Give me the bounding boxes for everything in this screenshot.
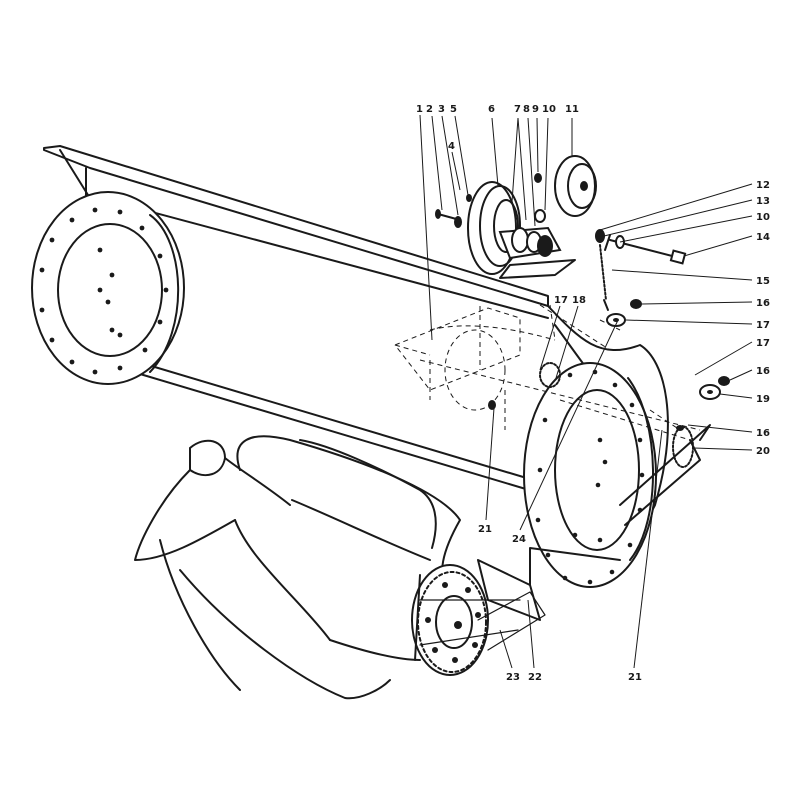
part-label: 5 — [450, 104, 457, 115]
part-label: 20 — [756, 446, 770, 457]
left-side-plate — [31, 191, 185, 385]
part-label: 6 — [488, 104, 495, 115]
part-label: 11 — [565, 104, 579, 115]
pulley-assembly — [435, 155, 730, 468]
part-label: 16 — [756, 298, 770, 309]
part-label: 3 — [438, 104, 445, 115]
part-label: 21 — [478, 524, 492, 535]
part-label: 23 — [506, 672, 520, 683]
part-labels: 1 2 3 5 4 6 7 8 9 10 11 12 13 10 14 15 1… — [416, 104, 770, 683]
part-label: 15 — [756, 276, 770, 287]
part-label: 13 — [756, 196, 770, 207]
housing-body — [91, 195, 669, 549]
part-label: 17 — [554, 295, 568, 306]
part-label: 16 — [756, 428, 770, 439]
part-label: 10 — [542, 104, 556, 115]
part-label: 22 — [528, 672, 542, 683]
part-label: 12 — [756, 180, 770, 191]
left-plate-bolt-holes — [39, 207, 169, 375]
part-label: 10 — [756, 212, 770, 223]
auger-assembly — [134, 435, 489, 700]
part-label: 17 — [756, 338, 770, 349]
part-label: 14 — [756, 232, 770, 243]
part-label: 16 — [756, 366, 770, 377]
part-label: 4 — [448, 141, 455, 152]
part-label: 18 — [572, 295, 586, 306]
part-label: 24 — [512, 534, 526, 545]
part-label: 7 — [514, 104, 521, 115]
leader-lines — [419, 114, 753, 669]
phantom-lines — [394, 304, 701, 441]
part-label: 19 — [756, 394, 770, 405]
part-label: 21 — [628, 672, 642, 683]
part-label: 17 — [756, 320, 770, 331]
part-label: 8 — [523, 104, 530, 115]
part-label: 2 — [426, 104, 433, 115]
part-label: 9 — [532, 104, 539, 115]
part-label: 1 — [416, 104, 423, 115]
right-side-plate — [523, 362, 657, 588]
